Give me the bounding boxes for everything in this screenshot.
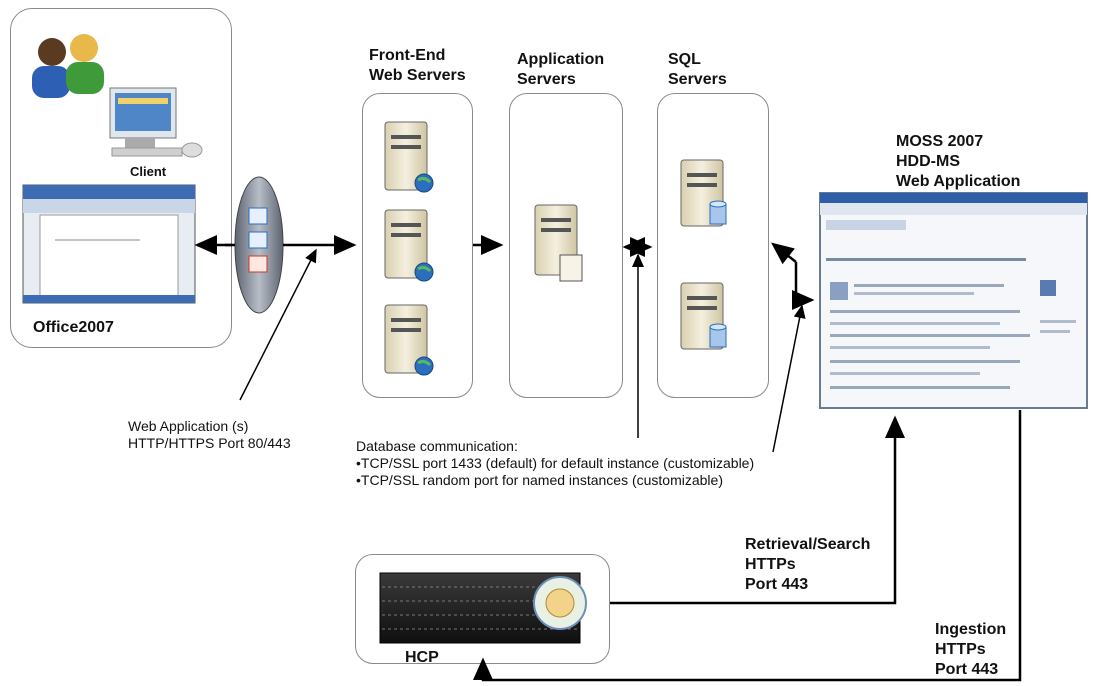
- frontend-server-3-icon: [384, 304, 434, 376]
- sql-servers-label: SQL Servers: [668, 51, 727, 88]
- frontend-server-1-icon: [384, 121, 434, 193]
- ingestion-note: Ingestion HTTPs Port 443: [935, 621, 1007, 678]
- moss-label: MOSS 2007 HDD-MS Web Application: [896, 133, 1021, 190]
- frontend-server-2-icon: [384, 209, 434, 282]
- application-server-icon: [534, 204, 583, 282]
- protocol-gateway-icon: [234, 176, 284, 314]
- hcp-storage-icon: [379, 572, 587, 644]
- hcp-label: HCP: [405, 649, 439, 666]
- people-icon: [32, 34, 104, 98]
- moss-web-app-screenshot: [819, 192, 1088, 409]
- sql-server-2-icon: [680, 282, 727, 350]
- database-note: Database communication: •TCP/SSL port 14…: [356, 438, 755, 488]
- web-app-note: Web Application (s) HTTP/HTTPS Port 80/4…: [128, 418, 291, 451]
- frontend-servers-label: Front-End Web Servers: [369, 47, 466, 84]
- retrieval-note: Retrieval/Search HTTPs Port 443: [745, 536, 871, 593]
- office-document-icon: [22, 184, 196, 304]
- office-label: Office2007: [33, 319, 114, 336]
- client-caption: Client: [130, 164, 167, 179]
- app-servers-label: Application Servers: [517, 51, 605, 88]
- connection-arrows: [194, 235, 1022, 682]
- sql-server-1-icon: [680, 159, 727, 227]
- computer-icon: [109, 87, 203, 158]
